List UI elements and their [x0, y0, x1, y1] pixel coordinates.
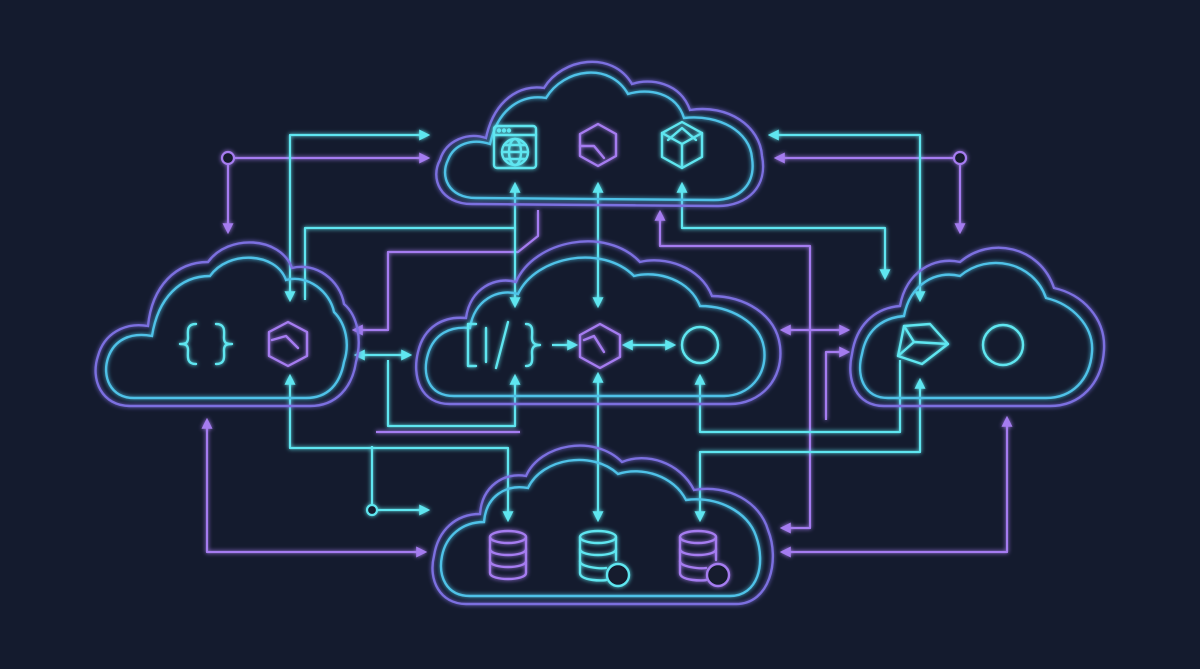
- web-globe-icon: [492, 124, 538, 170]
- link-right-gem-db3: [694, 377, 926, 523]
- link-center-loop: [386, 360, 521, 428]
- cube-icon: [660, 120, 704, 170]
- circle-icon: [680, 325, 720, 365]
- node-dot-bottom: [365, 503, 379, 517]
- link-right-bottom: [779, 415, 1013, 558]
- right-cloud-outline-outer: [849, 246, 1106, 408]
- node-dot-left: [220, 150, 236, 166]
- center-cloud: [414, 240, 782, 406]
- link-right-gem-top: [767, 129, 926, 303]
- link-globe-left: [303, 181, 521, 300]
- clouds: [94, 60, 1106, 606]
- center-cloud-outline-outer: [414, 240, 782, 406]
- top-cloud-outline-outer: [435, 60, 765, 208]
- left-cloud-outline-inner: [104, 256, 348, 400]
- hexagon-icon: [578, 322, 622, 370]
- link-top-to-bottom-right: [654, 209, 812, 534]
- database-icon: [488, 529, 528, 581]
- link-left-hex-db1: [284, 373, 514, 523]
- left-cloud: [94, 241, 360, 408]
- link-right-cloud-entry: [824, 346, 851, 420]
- bottom-cloud: [431, 444, 775, 606]
- link-top-to-left: [351, 210, 540, 336]
- right-cloud-outline-inner: [858, 261, 1094, 400]
- bottom-cloud-outline-inner: [439, 458, 762, 598]
- node-dot-right: [952, 150, 968, 166]
- curly-braces-icon: [178, 322, 234, 366]
- purple-connectors: [201, 150, 1013, 558]
- hexagon-icon: [267, 320, 309, 368]
- link-cube-right: [676, 181, 891, 281]
- database-sync-icon: [678, 529, 731, 588]
- right-cloud: [849, 246, 1106, 408]
- connectors: [201, 129, 1013, 558]
- center-cloud-outline-inner: [424, 256, 766, 398]
- icons: [178, 120, 1025, 588]
- link-left-hex-top: [284, 129, 431, 303]
- top-cloud: [435, 60, 765, 208]
- hexagon-icon: [578, 122, 618, 168]
- code-bracket-icon: [466, 320, 542, 370]
- gem-icon: [896, 322, 950, 366]
- left-cloud-outline-outer: [94, 241, 360, 408]
- circle-icon: [981, 323, 1025, 367]
- link-left-bottom: [201, 417, 428, 558]
- database-sync-icon: [578, 529, 631, 588]
- bottom-cloud-outline-outer: [431, 444, 775, 606]
- top-cloud-outline-inner: [443, 71, 754, 202]
